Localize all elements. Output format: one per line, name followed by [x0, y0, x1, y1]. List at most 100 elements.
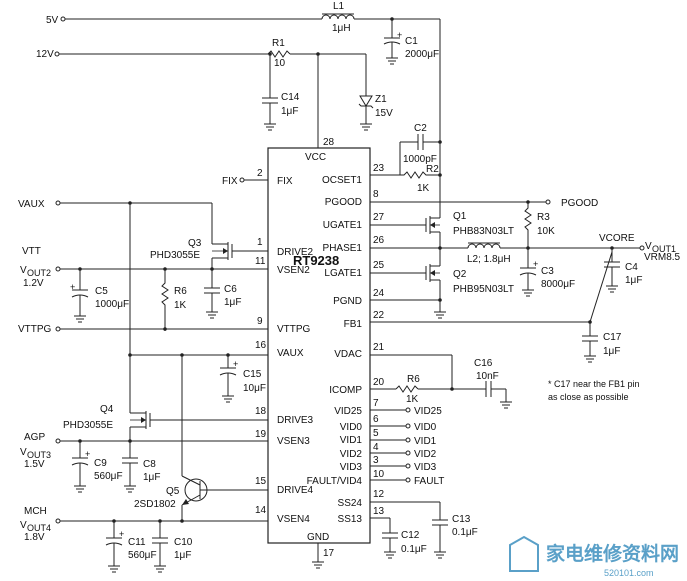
c11-value: 560μF: [128, 550, 157, 561]
pin-num-27: 27: [373, 212, 385, 223]
c13-value: 0.1μF: [452, 527, 478, 538]
watermark: 家电维修资料网 520101.com: [509, 535, 679, 578]
pin-num-16: 16: [255, 340, 267, 351]
r6b-value: 1K: [406, 394, 419, 405]
ic-body: [267, 147, 371, 544]
z1-value: 15V: [375, 108, 393, 119]
pin-label-drive2: DRIVE2: [277, 247, 314, 258]
r1-ref: R1: [272, 38, 285, 49]
q5-ref: Q5: [166, 486, 180, 497]
r6a-value: 1K: [174, 300, 187, 311]
c14-ref: C14: [281, 92, 300, 103]
pin-label-vid2: VID2: [340, 449, 363, 460]
c15-ref: C15: [243, 369, 262, 380]
agp-v: V: [20, 447, 27, 458]
vtt-v: V: [20, 265, 27, 276]
c17-value: 1μF: [603, 346, 620, 357]
r3-ref: R3: [537, 212, 550, 223]
pin-label-vsen2: VSEN2: [277, 265, 310, 276]
svg-text:+: +: [533, 259, 538, 269]
pin-num-19: 19: [255, 429, 267, 440]
r3-value: 10K: [537, 226, 555, 237]
r6b-ref: R6: [407, 374, 420, 385]
c9-ref: C9: [94, 458, 107, 469]
pin-label-vid25: VID25: [334, 406, 362, 417]
pin-num-6: 6: [373, 414, 379, 425]
pin-label-vsen3: VSEN3: [277, 436, 310, 447]
vid1-output: VID1: [414, 436, 437, 447]
vaux-label: VAUX: [18, 199, 45, 210]
pin-num-21: 21: [373, 342, 385, 353]
rail-5v-label: 5V: [46, 15, 59, 26]
mch-sub: OUT4: [27, 523, 51, 533]
l1-value: 1μH: [332, 23, 351, 34]
pin-label-fault-vid4: FAULT/VID4: [307, 476, 363, 487]
pin-num-22: 22: [373, 310, 385, 321]
vtt-label: VTT: [22, 246, 41, 257]
pin-num-8: 8: [373, 189, 379, 200]
pin-num-20: 20: [373, 377, 385, 388]
mch-v: V: [20, 520, 27, 531]
pin-label-fix: FIX: [277, 176, 293, 187]
vttpg-label: VTTPG: [18, 324, 52, 335]
vtt-sub: OUT2: [27, 268, 51, 278]
r2-value: 1K: [417, 183, 430, 194]
fix-label: FIX: [222, 176, 238, 187]
r2-ref: R2: [426, 164, 439, 175]
pin-num-3: 3: [373, 455, 379, 466]
pin-num-4: 4: [373, 442, 379, 453]
c11-ref: C11: [128, 537, 146, 548]
pin-num-5: 5: [373, 428, 379, 439]
q2-value: PHB95N03LT: [453, 284, 514, 295]
c1-value: 2000μF: [405, 49, 439, 60]
vcore-sub: OUT1: [652, 244, 676, 254]
vid2-output: VID2: [414, 449, 437, 460]
vid0-output: VID0: [414, 422, 437, 433]
r6a-ref: R6: [174, 286, 187, 297]
agp-value: 1.5V: [24, 459, 45, 470]
pin-label-pgood: PGOOD: [325, 197, 362, 208]
c13-ref: C13: [452, 514, 471, 525]
pin-num-10: 10: [373, 469, 385, 480]
pin-label-phase1: PHASE1: [323, 243, 363, 254]
pin-label-lgate1: LGATE1: [324, 268, 362, 279]
watermark-logo-icon: [509, 535, 539, 572]
pin-label-vaux: VAUX: [277, 348, 304, 359]
q4-ref: Q4: [100, 404, 114, 415]
c5-value: 1000μF: [95, 299, 129, 310]
resistor-r6-icomp: [395, 385, 419, 393]
l1-ref: L1: [333, 1, 345, 12]
rail-12v-label: 12V: [36, 49, 54, 60]
pin-num-12: 12: [373, 489, 385, 500]
pin-label-vid3: VID3: [340, 462, 363, 473]
pin-num-13: 13: [373, 506, 385, 517]
resistor-r1: [267, 50, 291, 58]
vid3-output: VID3: [414, 462, 437, 473]
q3-ref: Q3: [188, 238, 202, 249]
pin-label-vcc: VCC: [305, 152, 326, 163]
resistor-r6-vtt: [161, 269, 169, 331]
pin-label-vdac: VDAC: [334, 349, 362, 360]
c12-ref: C12: [401, 530, 420, 541]
zener-z1: [359, 95, 373, 107]
vtt-value: 1.2V: [23, 278, 44, 289]
pin-num-14: 14: [255, 505, 267, 516]
fault-output: FAULT: [414, 476, 444, 487]
c2-ref: C2: [414, 123, 427, 134]
vid25-output: VID25: [414, 406, 442, 417]
q1-ref: Q1: [453, 211, 467, 222]
pin-label-vid0: VID0: [340, 422, 363, 433]
inductor-l1: [321, 14, 355, 20]
pin-num-2: 2: [257, 168, 263, 179]
c4-value: 1μF: [625, 275, 642, 286]
resistor-r2: [400, 171, 440, 179]
pin-label-vid1: VID1: [340, 435, 363, 446]
pin-num-7: 7: [373, 398, 379, 409]
ic-name: RT9238: [293, 253, 339, 268]
pin-num-28: 28: [323, 137, 335, 148]
q5-value: 2SD1802: [134, 499, 176, 510]
c15-value: 10μF: [243, 383, 266, 394]
q4-value: PHD3055E: [63, 420, 113, 431]
pin-num-25: 25: [373, 260, 385, 271]
agp-sub: OUT3: [27, 450, 51, 460]
